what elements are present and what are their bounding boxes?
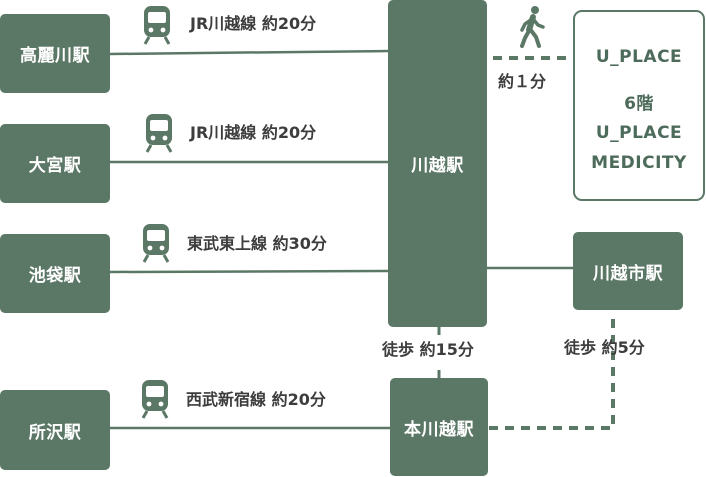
walk-label-uplace: 約１分 [498,72,547,91]
destination-box: U_PLACE 6階 U_PLACE MEDICITY [573,10,705,201]
dashed-honkawagoe-kawagoeshi [489,312,615,430]
destination-building-line1: U_PLACE [595,123,683,143]
route-label-tokorozawa: 西武新宿線 約20分 [186,390,326,409]
walk-label-kawagoeshi-honkawagoe: 徒歩 約5分 [564,338,645,357]
train-icon [142,224,170,263]
station-kawagoe: 川越駅 [388,0,487,327]
destination-name: U_PLACE [595,47,683,67]
train-icon [143,6,171,45]
station-ikebukuro: 池袋駅 [0,234,110,313]
destination-floor: 6階 [624,94,654,114]
destination-building-line2: MEDICITY [591,153,687,173]
walk-label-kawagoe-honkawagoe: 徒歩 約15分 [382,340,474,359]
station-tokorozawa: 所沢駅 [0,390,110,470]
line-ikebukuro-kawagoe [109,269,389,274]
station-kawagoeshi: 川越市駅 [573,232,683,310]
route-label-ikebukuro: 東武東上線 約30分 [187,234,327,253]
train-icon [141,380,169,419]
route-label-omiya: JR川越線 約20分 [190,123,317,142]
station-honkawagoe: 本川越駅 [390,378,488,476]
station-komagawa: 高麗川駅 [0,14,110,93]
walking-person-icon [520,6,545,48]
train-icon [145,114,173,153]
line-komagawa-kawagoe [109,49,389,56]
station-omiya: 大宮駅 [0,124,110,203]
route-label-komagawa: JR川越線 約20分 [190,14,317,33]
